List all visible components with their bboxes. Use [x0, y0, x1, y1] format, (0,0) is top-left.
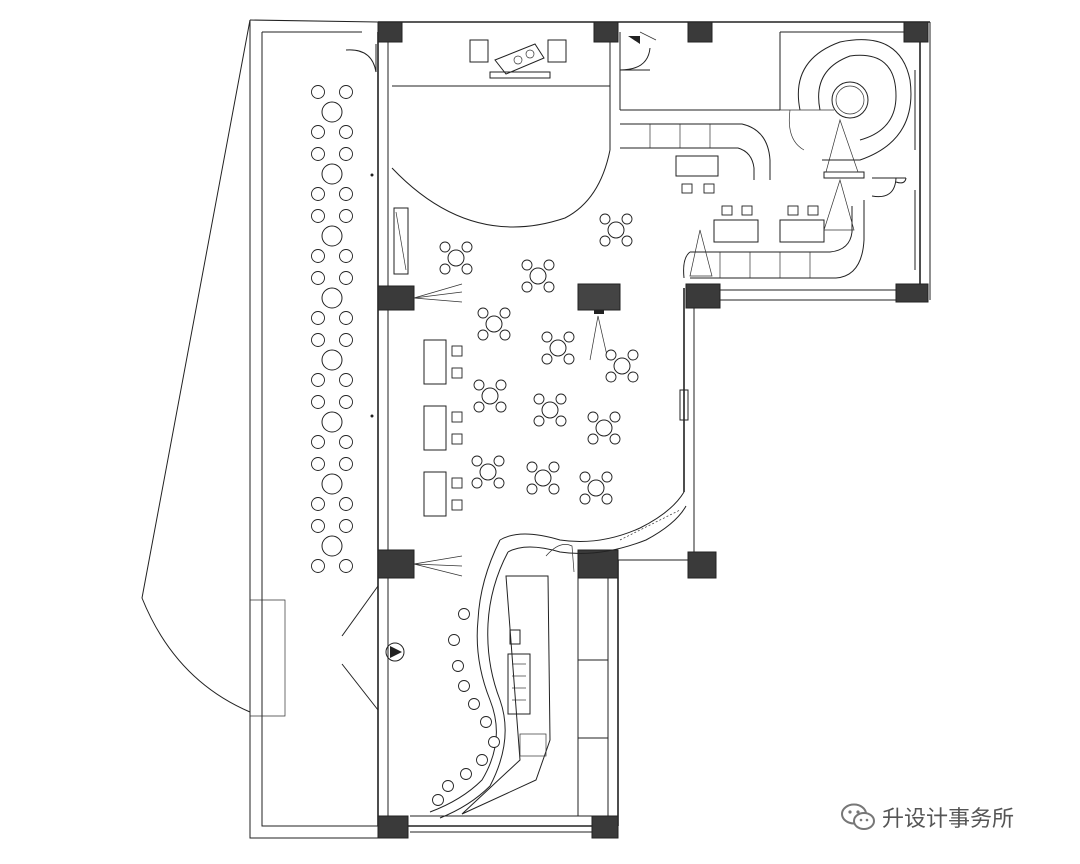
lower-bar-stools [432, 608, 500, 806]
spiral-stair [780, 39, 912, 161]
bar-counter [620, 118, 865, 279]
terrace-table [311, 271, 353, 325]
bar-stool [452, 660, 464, 672]
column [577, 549, 619, 579]
booth-table [423, 339, 447, 385]
terrace-table [311, 333, 353, 387]
booth-tables [423, 339, 463, 517]
bar-stool [458, 680, 470, 692]
wechat-icon [841, 803, 875, 830]
column [377, 815, 409, 839]
dining-table [477, 307, 511, 341]
bar-stool [460, 768, 472, 780]
dining-table [439, 241, 473, 275]
terrace-table [311, 209, 353, 263]
column [377, 549, 415, 579]
dining-table [521, 259, 555, 293]
dining-table [605, 349, 639, 383]
dining-table [473, 379, 507, 413]
wall-markers [370, 173, 374, 418]
column [687, 21, 713, 43]
bar-stool [432, 794, 444, 806]
dining-table [599, 213, 633, 247]
bar-stool [468, 698, 480, 710]
column [685, 283, 721, 309]
bar-stool [448, 634, 460, 646]
main-walls [377, 21, 931, 833]
booth-table [423, 471, 447, 517]
terrace-table [311, 519, 353, 573]
bar-stool [476, 754, 488, 766]
doors [341, 31, 907, 711]
column [903, 21, 929, 43]
column [687, 551, 717, 579]
dining-table [533, 393, 567, 427]
dining-tables [439, 213, 639, 505]
column [591, 815, 619, 839]
column [593, 21, 619, 43]
columns [377, 21, 929, 839]
tv-screen [577, 283, 621, 361]
dining-table [587, 411, 621, 445]
terrace-tables [311, 85, 353, 573]
terrace-table [311, 457, 353, 511]
terrace-table [311, 395, 353, 449]
watermark: 升设计事务所 [840, 800, 1014, 834]
column [377, 285, 415, 311]
bar-stool [480, 716, 492, 728]
dining-table [541, 331, 575, 365]
terrace-outline [141, 19, 379, 839]
column [895, 283, 929, 303]
column [377, 21, 403, 43]
bar-stool [442, 780, 454, 792]
booth-table [423, 405, 447, 451]
dining-table [526, 461, 560, 495]
lower-bar [429, 491, 687, 819]
terrace-table [311, 85, 353, 139]
dj-booth [391, 39, 611, 228]
watermark-text: 升设计事务所 [882, 807, 1015, 832]
bar-stool [488, 736, 500, 748]
terrace-table [311, 147, 353, 201]
dining-table [579, 471, 613, 505]
dining-table [471, 455, 505, 489]
bar-stool [458, 608, 470, 620]
wall-panels [393, 207, 689, 577]
